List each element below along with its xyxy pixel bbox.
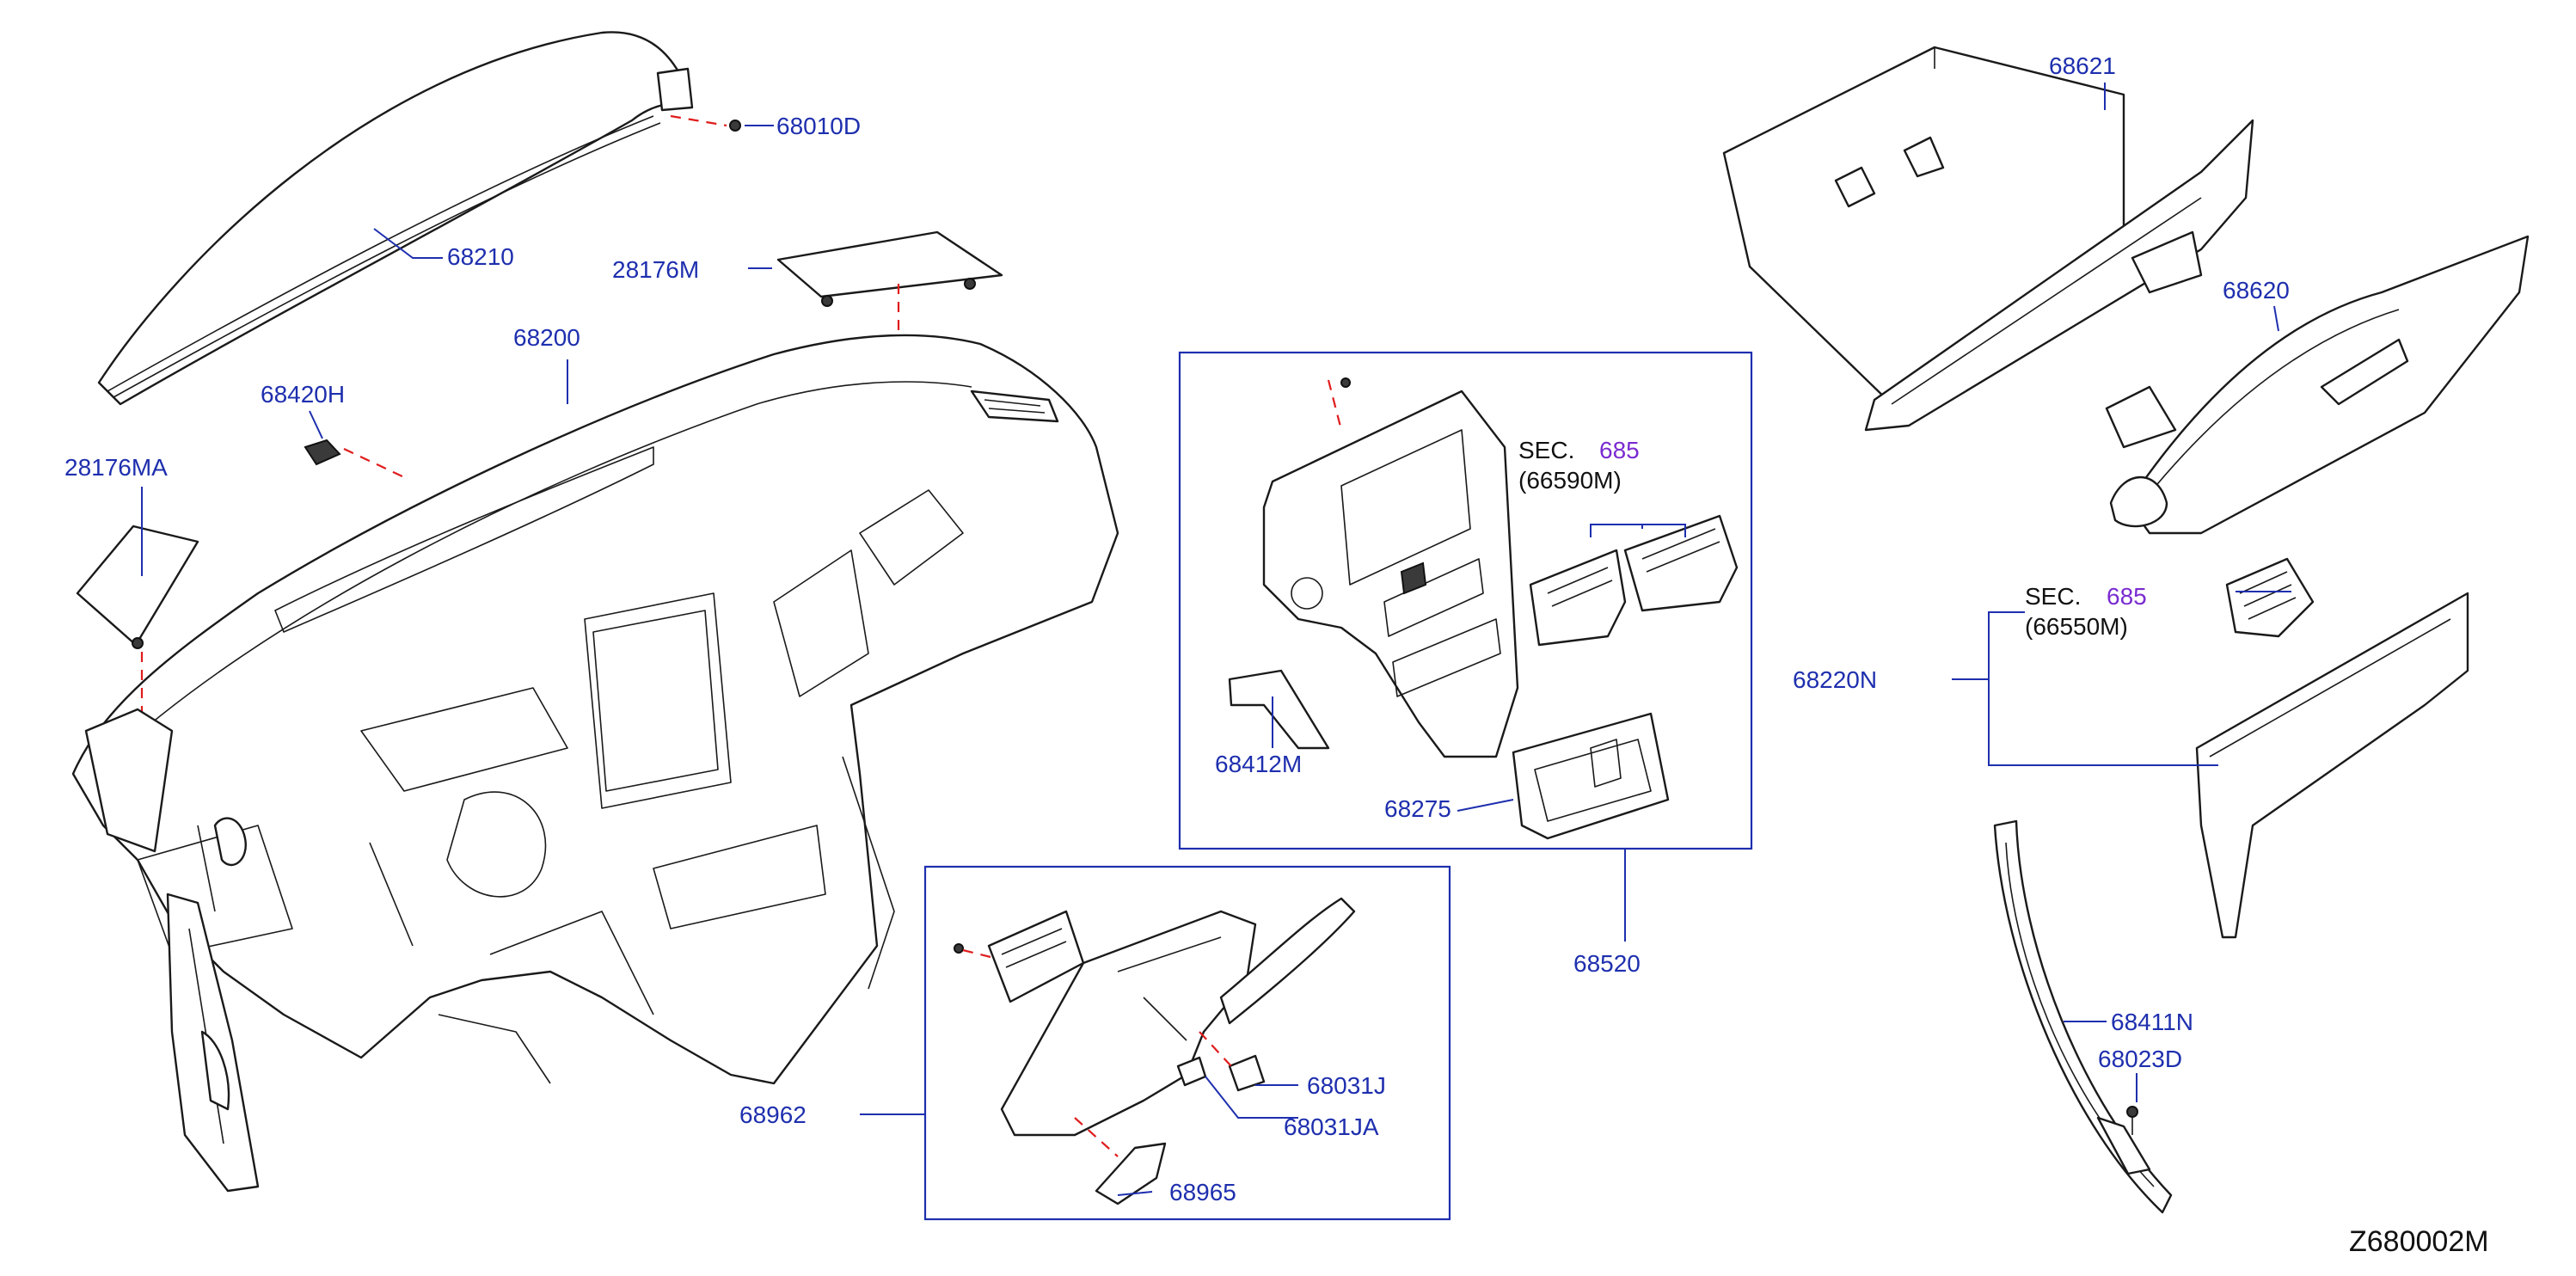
part-68965-cover xyxy=(1074,1117,1167,1205)
part-28176MA-speaker-grille xyxy=(76,525,199,853)
label-68023D: 68023D xyxy=(2098,1046,2182,1072)
section-ref-2-subcode: (66550M) xyxy=(2025,613,2128,640)
part-68621-glove-box xyxy=(1722,46,2254,432)
clip-68420H xyxy=(304,439,405,478)
group-68520-box xyxy=(1178,351,1753,850)
part-28176M-speaker-grille xyxy=(776,230,1003,361)
part-68520-center-bezel xyxy=(1262,390,1519,758)
part-68275-display-unit xyxy=(1512,712,1670,840)
part-68962-console-finisher xyxy=(1000,897,1356,1137)
part-68210-upper-cover xyxy=(97,31,694,406)
label-68520: 68520 xyxy=(1573,950,1641,977)
label-68411N: 68411N xyxy=(2111,1009,2193,1035)
section-ref-1-number: 685 xyxy=(1599,437,1640,463)
label-68010D: 68010D xyxy=(776,113,861,139)
part-68620-glove-box-door xyxy=(2105,235,2530,535)
label-68275: 68275 xyxy=(1384,795,1451,822)
part-center-vents xyxy=(1529,514,1739,647)
label-28176MA: 28176MA xyxy=(64,454,168,481)
part-68200-instrument-panel xyxy=(71,334,1119,1193)
clip-68010D xyxy=(670,114,741,132)
label-68621: 68621 xyxy=(2049,52,2116,79)
label-68965: 68965 xyxy=(1169,1179,1236,1205)
label-68420H: 68420H xyxy=(261,381,345,408)
section-ref-2-number: 685 xyxy=(2107,583,2147,610)
part-68031J-switch xyxy=(1199,1031,1266,1092)
label-68031J: 68031J xyxy=(1307,1072,1386,1099)
section-ref-2-prefix: SEC. xyxy=(2025,583,2081,610)
part-68412M-trim xyxy=(1228,669,1330,750)
label-68620: 68620 xyxy=(2223,277,2290,304)
clip-console-switch xyxy=(954,943,998,960)
clip-68023D xyxy=(2126,1106,2138,1135)
part-68411N-pillar-trim xyxy=(1993,819,2173,1214)
leader-lines xyxy=(141,83,2291,1196)
label-68200: 68200 xyxy=(513,324,580,351)
label-68412M: 68412M xyxy=(1215,751,1302,777)
part-68220N-right-panel xyxy=(2195,557,2469,939)
group-68962-box xyxy=(923,865,1451,1221)
section-ref-1-subcode: (66590M) xyxy=(1518,467,1622,494)
label-68220N: 68220N xyxy=(1793,666,1877,693)
section-ref-1-prefix: SEC. xyxy=(1518,437,1574,463)
label-68031JA: 68031JA xyxy=(1284,1113,1379,1140)
label-68962: 68962 xyxy=(739,1101,807,1128)
label-68210: 68210 xyxy=(447,243,514,270)
clip-68520-bezel xyxy=(1327,377,1351,431)
label-28176M: 28176M xyxy=(612,256,699,283)
diagram-code: Z680002M xyxy=(2349,1225,2489,1258)
part-console-switch-panel xyxy=(987,910,1085,1003)
